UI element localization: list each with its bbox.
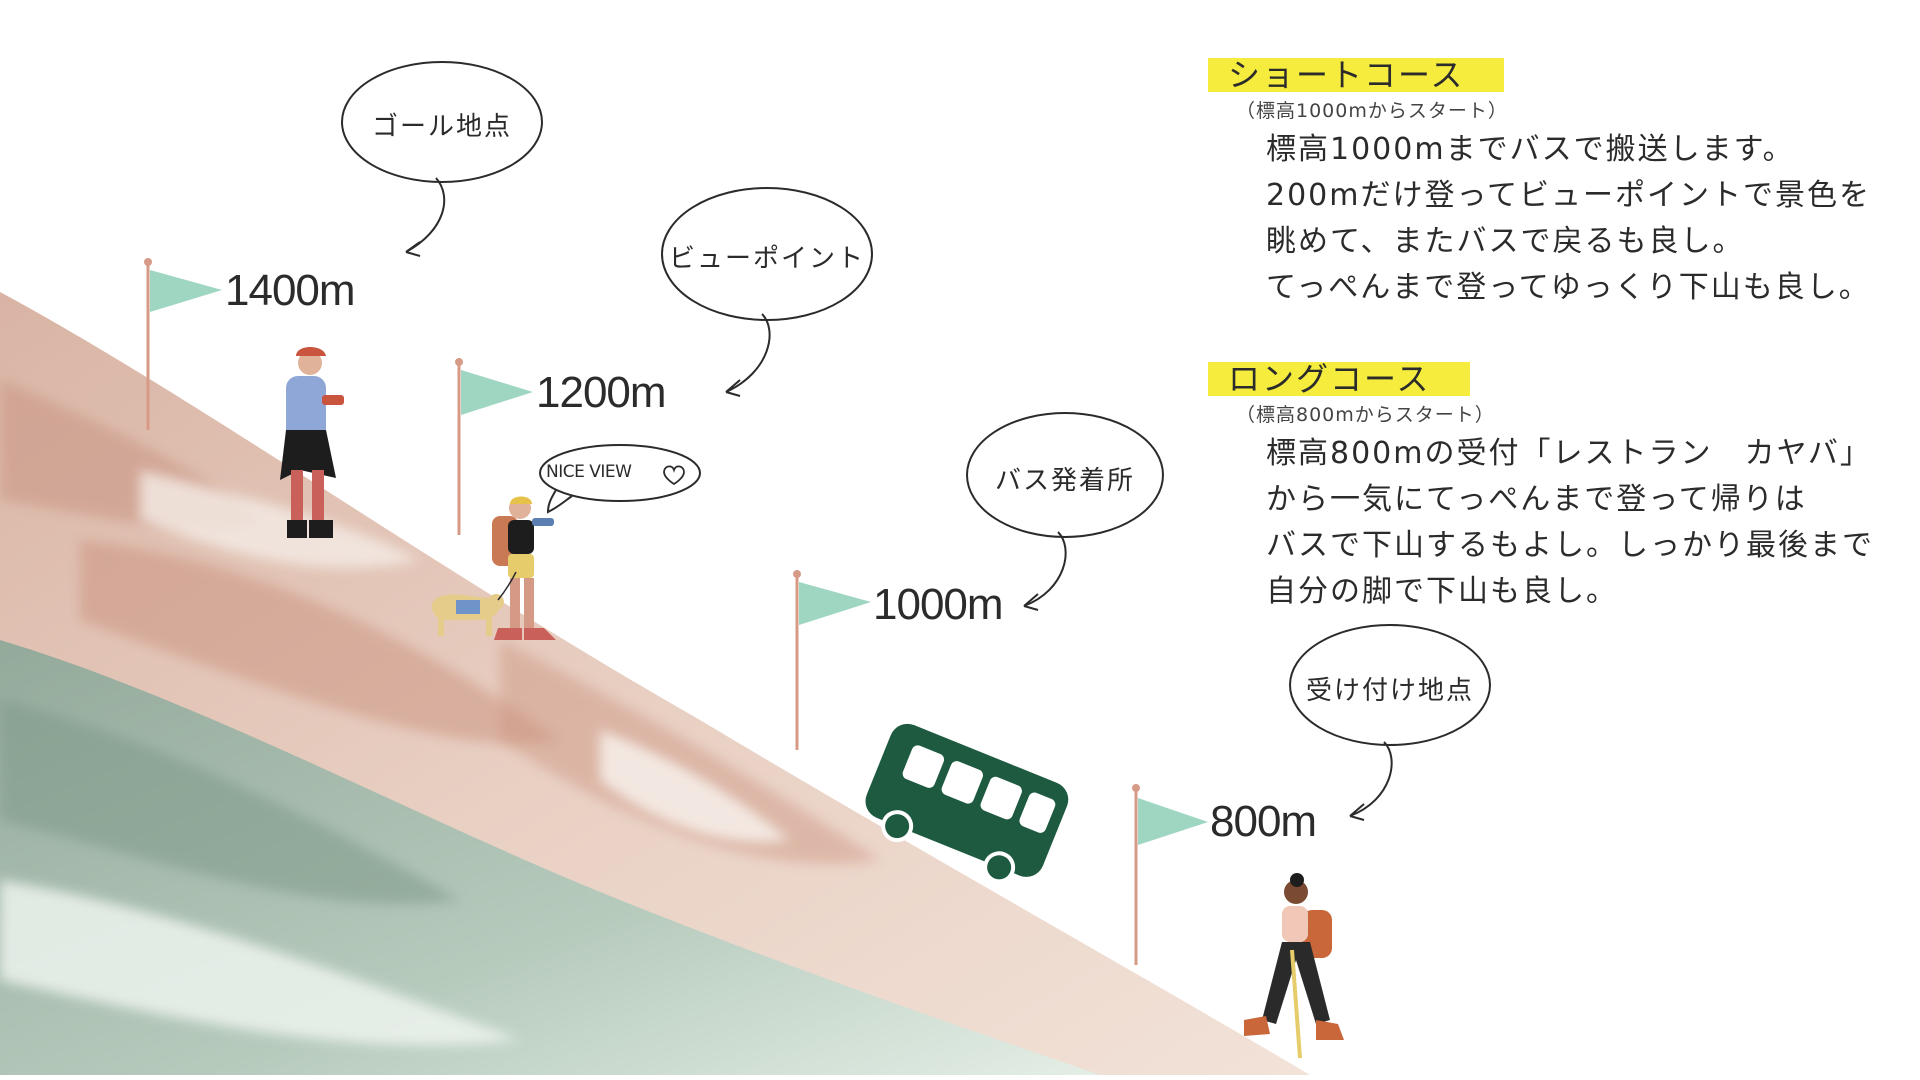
- short-course-title: ショートコース: [1208, 48, 1505, 98]
- short-course-line: 200mだけ登ってビューポイントで景色を: [1266, 178, 1871, 213]
- short-course-line: 眺めて、またバスで戻るも良し。: [1266, 224, 1745, 259]
- hiker-icon: [492, 496, 556, 640]
- short-course-line: 標高1000mまでバスで搬送します。: [1266, 132, 1795, 167]
- long-course-line: 標高800mの受付「レストラン カヤバ」: [1266, 436, 1872, 471]
- bubble-goal: [341, 61, 543, 257]
- short-course: ショートコース （標高1000mからスタート） 標高1000mまでバスで搬送しま…: [1208, 48, 1871, 311]
- bus-stop-bubble-text: バス発着所: [994, 466, 1135, 496]
- hiker-icon: [280, 347, 344, 538]
- long-course-title: ロングコース: [1208, 352, 1471, 402]
- flag-1400: [144, 258, 222, 430]
- dog-icon: [431, 571, 517, 636]
- altitude-1400-label: 1400m: [225, 266, 356, 315]
- altitude-800-label: 800m: [1210, 797, 1317, 846]
- hiker-icon: [1244, 873, 1344, 1059]
- arrow-icon: [405, 177, 446, 257]
- long-course: ロングコース （標高800mからスタート） 標高800mの受付「レストラン カヤ…: [1208, 352, 1874, 615]
- mountain-slope: [0, 292, 1310, 1075]
- long-course-subtitle: （標高800mからスタート）: [1236, 404, 1495, 426]
- bus-icon: [865, 723, 1069, 884]
- long-course-line: から一気にてっぺんまで登って帰りは: [1266, 482, 1807, 517]
- flag-icon: [150, 270, 222, 312]
- flag-1000: [793, 570, 871, 750]
- short-course-description: 標高1000mまでバスで搬送します。 200mだけ登ってビューポイントで景色を …: [1266, 127, 1871, 311]
- flag-icon: [799, 582, 871, 625]
- goal-bubble-text: ゴール地点: [371, 112, 512, 142]
- bubble-viewpoint: [661, 187, 873, 397]
- arrow-icon: [725, 313, 771, 397]
- arrow-icon: [1023, 531, 1067, 611]
- short-course-line: てっぺんまで登ってゆっくり下山も良し。: [1266, 270, 1871, 305]
- bubble-bus-stop: [966, 412, 1164, 611]
- long-course-line: バスで下山するもよし。しっかり最後まで: [1266, 528, 1874, 563]
- flag-icon: [461, 370, 533, 415]
- long-course-description: 標高800mの受付「レストラン カヤバ」 から一気にてっぺんまで登って帰りは バ…: [1266, 431, 1874, 615]
- altitude-1200-label: 1200m: [536, 368, 667, 417]
- heart-icon: [663, 465, 685, 486]
- flag-icon: [1138, 798, 1208, 845]
- bubble-reception: [1289, 624, 1491, 821]
- short-course-subtitle: （標高1000mからスタート）: [1236, 100, 1508, 122]
- viewpoint-bubble-text: ビューポイント: [668, 244, 865, 274]
- flag-1200: [455, 358, 533, 535]
- bubble-nice-view: [539, 444, 701, 514]
- altitude-1000-label: 1000m: [873, 580, 1004, 629]
- reception-bubble-text: 受け付け地点: [1305, 676, 1474, 706]
- flag-800: [1132, 784, 1208, 965]
- nice-view-text: NICE VIEW: [546, 462, 632, 482]
- arrow-icon: [1349, 741, 1393, 821]
- long-course-line: 自分の脚で下山も良し。: [1266, 574, 1618, 609]
